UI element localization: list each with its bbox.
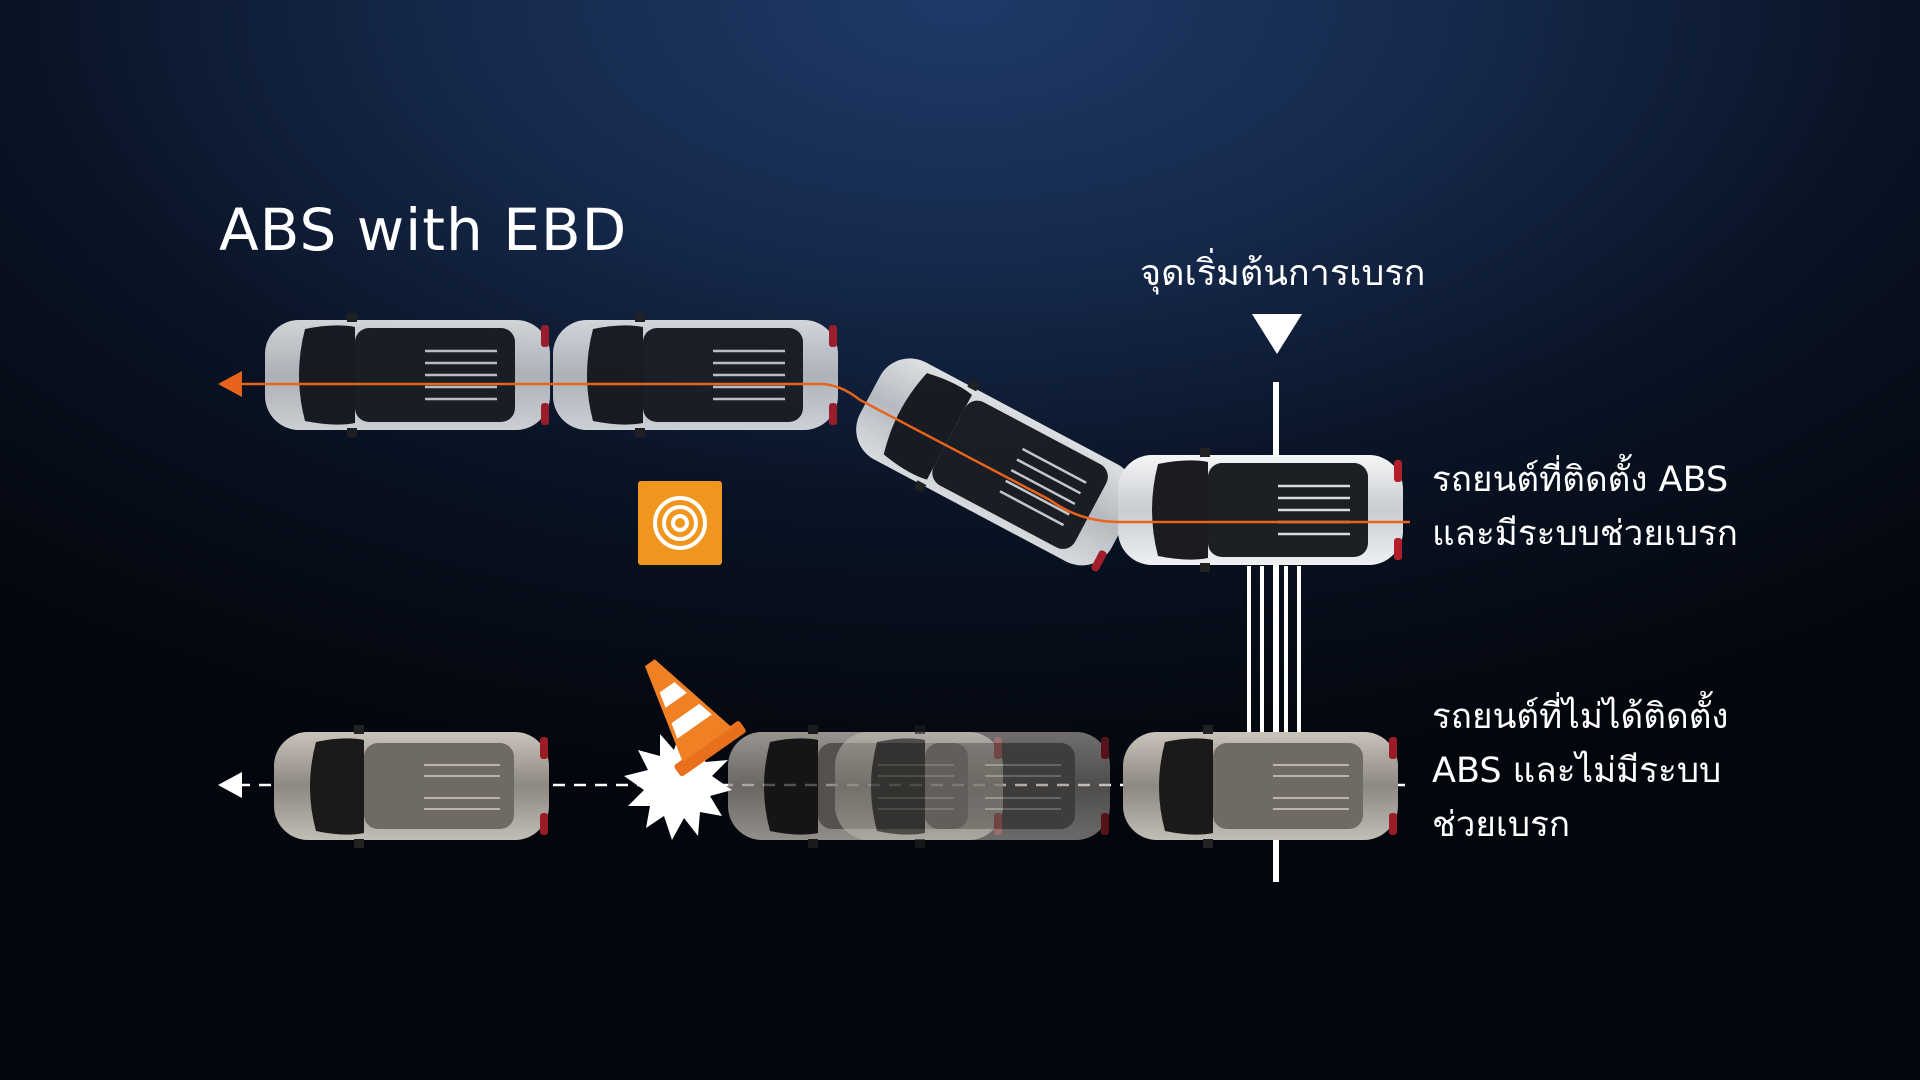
non-abs-car-row — [218, 724, 1405, 849]
abs-path-line — [240, 382, 1410, 524]
non-abs-caption-line: รถยนต์ที่ไม่ได้ติดตั้ง — [1432, 697, 1729, 737]
brake-point-marker-icon — [1252, 314, 1302, 354]
abs-car-turning — [839, 339, 1152, 585]
brake-start-label: จุดเริ่มต้นการเบรก — [1140, 253, 1426, 294]
non-abs-car — [1122, 724, 1399, 849]
diagram-title: ABS with EBD — [219, 196, 628, 264]
steering-sensor-icon — [638, 481, 722, 565]
non-abs-car-caption: รถยนต์ที่ไม่ได้ติดตั้ง ABS และไม่มีระบบ … — [1432, 690, 1729, 852]
abs-car-ghost — [551, 311, 840, 439]
abs-path-arrowhead — [218, 371, 242, 397]
non-abs-car-ghost — [834, 724, 1111, 849]
non-abs-caption-line: ABS และไม่มีระบบ — [1432, 751, 1722, 791]
abs-car-ghost — [263, 311, 552, 439]
abs-car-row — [218, 311, 1410, 585]
abs-car-caption: รถยนต์ที่ติดตั้ง ABS และมีระบบช่วยเบรก — [1432, 453, 1738, 561]
non-abs-path-arrowhead — [218, 772, 242, 798]
non-abs-car-ghost — [273, 724, 550, 849]
traffic-cone-icon — [644, 659, 746, 777]
non-abs-caption-line: ช่วยเบรก — [1432, 805, 1571, 845]
abs-caption-line: และมีระบบช่วยเบรก — [1432, 514, 1738, 554]
abs-caption-line: รถยนต์ที่ติดตั้ง ABS — [1432, 460, 1729, 500]
abs-car — [1116, 446, 1405, 574]
